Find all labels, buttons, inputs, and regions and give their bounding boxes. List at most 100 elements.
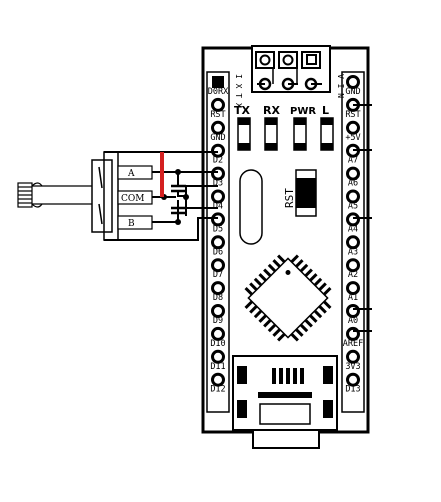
- left-pin-label-d8: D8: [213, 293, 223, 303]
- right-pin-a3: A3: [346, 235, 360, 257]
- crystal-oscillator: [239, 169, 263, 245]
- chip-pin-bottom: [258, 314, 267, 323]
- right-pin-3v3: 3V3: [345, 349, 361, 372]
- right-pin-label-gnd: GND: [345, 87, 360, 97]
- right-pad-a2: [346, 258, 360, 273]
- terminal-b-label: B: [128, 219, 135, 229]
- left-pin-d5: D5: [211, 212, 225, 234]
- right-pin-a1: A1: [346, 281, 360, 303]
- chip-pin-bottom: [263, 319, 272, 328]
- left-header-strip: [206, 71, 230, 413]
- left-pin-d9: D9: [211, 304, 225, 326]
- left-pin-label-d0rx: D0RX: [208, 87, 229, 97]
- chip-pin-left: [263, 268, 272, 277]
- right-pin-a6: A6: [346, 166, 360, 189]
- right-pin-label-a0: A0: [348, 316, 358, 326]
- led-label-l: L: [322, 104, 329, 117]
- left-pin-d11: D11: [210, 349, 226, 372]
- chip-pin-right: [323, 300, 332, 309]
- wire-bottom-loop: [104, 217, 218, 241]
- left-pin-label-gnd: GND: [210, 133, 225, 143]
- left-pad-d9: [211, 304, 225, 318]
- right-pin-a7: A7: [346, 143, 360, 166]
- right-pin-label-a2: A2: [348, 270, 358, 280]
- right-pin-label-a7: A7: [348, 156, 358, 166]
- right-pin-label-3v3: 3V3: [345, 362, 360, 372]
- terminal-com-label: COM: [121, 194, 144, 204]
- chip-pin-top: [295, 259, 304, 268]
- right-pin-label-a5: A5: [348, 202, 358, 212]
- left-pin-label-d11: D11: [210, 362, 225, 372]
- left-pin-label-d5: D5: [213, 224, 223, 234]
- usb-foot-left: [237, 400, 247, 418]
- right-pad-a4: [346, 212, 360, 227]
- led-tx: [237, 117, 251, 151]
- usb-tab-right: [323, 366, 333, 384]
- icsp-hole-top-3: [306, 54, 317, 65]
- right-pin-label-d13: D13: [345, 385, 360, 395]
- chip-pin-top: [290, 254, 299, 263]
- left-pad-d8: [211, 281, 225, 296]
- icsp-hole-top-1: [259, 54, 271, 66]
- capacitor-bottom: [171, 206, 186, 215]
- chip-pin-top: [309, 273, 318, 282]
- terminal-a-box: [117, 165, 153, 180]
- chip-pin-bottom: [244, 300, 253, 309]
- chip-pin-bottom: [267, 323, 277, 333]
- left-pin-d2: D2: [211, 143, 225, 166]
- led-label-pwr: PWR: [290, 106, 316, 117]
- usb-pad-row: [272, 368, 304, 384]
- left-pin-d4: D4: [211, 189, 225, 212]
- left-pad-d4: [211, 189, 225, 204]
- mcu-chip: [244, 254, 332, 342]
- chip-pin-left: [244, 287, 253, 296]
- chip-pin-left: [267, 263, 277, 273]
- chip-pin-top: [318, 282, 327, 291]
- left-pad-d5: [211, 212, 225, 227]
- rst-button-label: RST: [283, 188, 296, 208]
- arduino-nano-board: [201, 46, 370, 449]
- chip-pin-bottom: [253, 309, 263, 319]
- right-pin-label-5v: +5V: [345, 133, 360, 143]
- left-pad-d0rx: [212, 76, 224, 88]
- left-pad-d6: [211, 235, 225, 250]
- left-pad-rst: [211, 97, 225, 112]
- chip-pin-right: [304, 319, 313, 328]
- led-label-tx: TX: [234, 104, 251, 117]
- chip-pin-top: [323, 287, 332, 296]
- usb-inner-bar: [258, 392, 312, 398]
- left-pin-rst: RST: [210, 97, 226, 120]
- left-pin-label-d9: D9: [213, 316, 223, 326]
- usb-inner-box: [259, 403, 311, 425]
- right-pin-d13: D13: [345, 372, 361, 395]
- switch-assembly: A COM B: [17, 151, 218, 241]
- led-row: TX RX PWR L: [234, 104, 334, 151]
- left-pin-label-d12: D12: [210, 385, 225, 395]
- left-pin-label-d4: D4: [213, 202, 223, 212]
- switch-lever-bottom: [98, 203, 103, 225]
- left-pad-d10: [211, 326, 225, 341]
- left-pin-gnd: GND: [210, 120, 226, 143]
- terminal-a-label: A: [127, 169, 135, 179]
- left-pad-d11: [211, 349, 225, 364]
- chip-pins: [244, 254, 332, 342]
- chip-pin-right: [290, 333, 299, 342]
- right-pin-gnd: GND: [345, 75, 361, 97]
- left-pad-d3: [211, 166, 225, 181]
- led-rx: [264, 117, 278, 151]
- chip-pin-bottom: [272, 328, 281, 337]
- chip-pin-left: [253, 277, 263, 287]
- led-label-rx: RX: [263, 104, 280, 117]
- capacitor-top: [171, 184, 186, 193]
- chip-pin-left: [277, 254, 286, 263]
- chip-pin-bottom: [249, 305, 258, 314]
- right-pad-a1: [346, 281, 360, 296]
- right-pad-a6: [346, 166, 360, 181]
- right-wires: [353, 104, 372, 332]
- chip-pin-right: [309, 314, 318, 323]
- switch-body: [91, 159, 113, 233]
- usb-tab-left: [237, 366, 247, 384]
